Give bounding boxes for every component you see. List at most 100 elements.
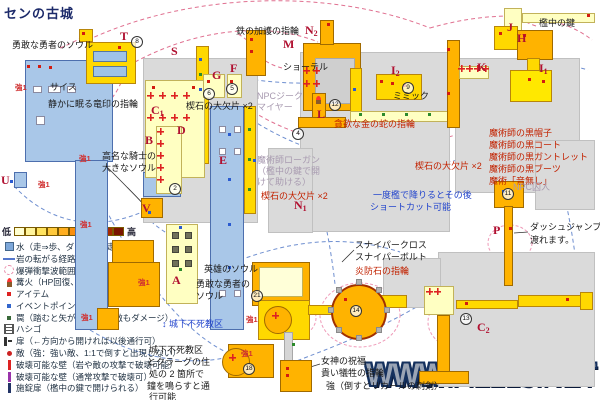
map-room (185, 232, 192, 239)
legend-item-label: 水（走⇒歩、ダッシュ⇒走） (16, 241, 124, 252)
map-room (97, 308, 119, 330)
gradient-swatch (25, 226, 37, 236)
item-dot (509, 227, 512, 230)
point-number-8: 8 (131, 36, 143, 48)
point-number-14: 14 (350, 305, 362, 317)
gradient-low-label: 低 (2, 226, 12, 237)
map-room (219, 148, 226, 155)
enemy-icon (6, 350, 12, 356)
locked-door-icon (7, 383, 11, 394)
map-room (14, 172, 27, 188)
map-room (67, 86, 76, 93)
map-label: 魔術師の黒ブーツ (489, 164, 561, 174)
map-room (522, 13, 595, 23)
item-dot (327, 23, 330, 26)
map-room (246, 30, 266, 76)
map-label: 貪欲な金の蛇の指輪 (334, 119, 416, 129)
map-room (504, 206, 513, 286)
map-room (447, 40, 460, 128)
item-dot (250, 50, 253, 53)
map-label: 魔術「音無し」 (489, 176, 553, 186)
map-room (535, 140, 595, 210)
map-room (172, 260, 179, 267)
legend-item-label: 岩の転がる経路 (16, 253, 76, 264)
trap-dot (405, 113, 408, 116)
enemy-strength-label: 強1 (241, 349, 253, 358)
legend-icon-holder (2, 383, 16, 394)
arrow-trap-icon (159, 114, 166, 121)
marker-M: M (283, 37, 295, 51)
map-room (264, 306, 292, 334)
arrow-trap-icon (171, 92, 178, 99)
enemy-strength-label: 強1 (81, 313, 93, 322)
item-dot (192, 86, 195, 89)
map-label: ショートカット可能 (370, 202, 452, 212)
marker-L: L (317, 107, 326, 121)
legend-item-label: 施錠扉（檻中の鍵で開けられる） (16, 383, 144, 394)
event-dot (199, 58, 202, 61)
item-dot (528, 78, 531, 81)
map-room (166, 224, 198, 304)
legend-item: 敵（強：強い敵、1:1で倒すと出現しない） (2, 347, 232, 359)
legend-icon-holder (2, 277, 16, 287)
map-room (376, 287, 382, 293)
wall-rock-icon (7, 359, 11, 370)
map-room (280, 360, 312, 392)
map-room (356, 279, 362, 285)
map-label: 魔術師の黒帽子 (489, 128, 553, 138)
point-number-4: 4 (292, 128, 304, 140)
marker-B: B (145, 133, 154, 147)
item-dot (49, 66, 52, 69)
water-icon (4, 242, 14, 252)
map-label: 行可能 (149, 392, 177, 400)
enemy-strength-label: 強1 (79, 154, 91, 163)
arrow-trap-icon (458, 65, 465, 72)
legend-item: 爆弾衝撃波範囲 (2, 265, 232, 277)
arrow-trap-icon (159, 92, 166, 99)
map-room (108, 262, 160, 307)
map-label: ソウル (196, 291, 224, 301)
legend-item-label: 扉（←方向から開ければ以後通行可） (16, 336, 161, 347)
map-room (141, 198, 163, 218)
arrow-trap-icon (157, 176, 164, 183)
point-number-5: 5 (226, 83, 238, 95)
marker-J: J (507, 20, 513, 34)
map-label: 魔術師ローガン (257, 155, 321, 165)
legend-item: 篝火（HP回復、エスト充填） (2, 276, 232, 288)
map-label: 貴い犠牲の指輪 (321, 368, 385, 378)
map-room (234, 148, 241, 155)
arrow-trap-icon (147, 114, 154, 121)
map-label: 一度檻で降りるとその後 (373, 190, 472, 200)
bonfire-icon (316, 96, 321, 104)
map-room (185, 246, 192, 253)
map-room (219, 126, 226, 133)
legend-item: アイテム (2, 288, 232, 300)
arrow-trap-icon (466, 65, 473, 72)
legend-item-label: 敵（強：強い敵、1:1で倒すと出現しない） (16, 348, 181, 359)
trap-dot (428, 113, 431, 116)
legend-item: 水（走⇒歩、ダッシュ⇒走） (2, 241, 232, 253)
map-room (259, 267, 303, 297)
legend-item-label: 篝火（HP回復、エスト充填） (16, 277, 130, 288)
marker-V: V (142, 201, 151, 215)
map-room (320, 20, 334, 45)
map-label: 楔石の大欠片 ×2 (261, 191, 328, 201)
item-icon (7, 292, 11, 297)
map-label: マイヤー (257, 102, 293, 112)
arrow-trap-icon (434, 288, 441, 295)
item-dot (82, 32, 85, 35)
item-dot (207, 80, 210, 83)
arrow-trap-icon (157, 128, 164, 135)
map-room (93, 51, 127, 62)
marker-C2: C2 (477, 320, 490, 335)
gate-icon (3, 336, 15, 346)
marker-I2: I2 (391, 63, 400, 78)
item-dot (27, 65, 30, 68)
gradient-swatch (14, 226, 26, 236)
trap-dot (382, 113, 385, 116)
marker-S: S (171, 44, 178, 58)
trap-dot (248, 128, 251, 131)
marker-K: K (477, 60, 487, 74)
map-label: 女神の祝福 (321, 356, 367, 366)
